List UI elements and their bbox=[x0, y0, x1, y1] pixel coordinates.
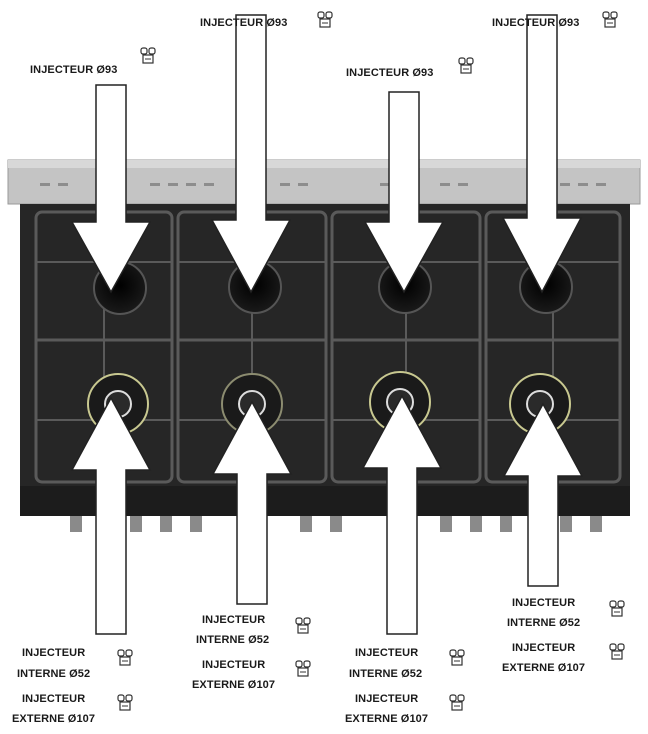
arrow-up-2 bbox=[211, 400, 293, 605]
label-top-3: INJECTEUR Ø93 bbox=[346, 67, 434, 79]
arrow-down-1 bbox=[70, 84, 152, 294]
label-b3-externe: EXTERNE Ø107 bbox=[345, 713, 429, 725]
arrow-up-3 bbox=[361, 394, 443, 635]
arrow-down-3 bbox=[363, 91, 445, 294]
arrow-up-1 bbox=[70, 396, 152, 635]
label-b4-injecteur2: INJECTEUR bbox=[512, 642, 576, 654]
label-b2-interne: INTERNE Ø52 bbox=[196, 634, 270, 646]
label-top-2: INJECTEUR Ø93 bbox=[200, 17, 288, 29]
label-b2-injecteur: INJECTEUR bbox=[202, 614, 266, 626]
label-top-4: INJECTEUR Ø93 bbox=[492, 17, 580, 29]
arrow-down-2 bbox=[210, 14, 292, 294]
label-b1-interne: INTERNE Ø52 bbox=[17, 668, 91, 680]
label-b1-externe: EXTERNE Ø107 bbox=[12, 713, 96, 725]
label-b2-injecteur2: INJECTEUR bbox=[202, 659, 266, 671]
label-b1-injecteur2: INJECTEUR bbox=[22, 693, 86, 705]
label-b1-injecteur: INJECTEUR bbox=[22, 647, 86, 659]
arrow-down-4 bbox=[501, 14, 583, 294]
up-arrows bbox=[70, 394, 584, 635]
label-b4-injecteur: INJECTEUR bbox=[512, 597, 576, 609]
arrow-up-4 bbox=[502, 402, 584, 587]
label-top-1: INJECTEUR Ø93 bbox=[30, 64, 118, 76]
down-arrows bbox=[70, 14, 583, 294]
label-b3-injecteur: INJECTEUR bbox=[355, 647, 419, 659]
label-b3-interne: INTERNE Ø52 bbox=[349, 668, 423, 680]
label-b4-externe: EXTERNE Ø107 bbox=[502, 662, 586, 674]
label-b3-injecteur2: INJECTEUR bbox=[355, 693, 419, 705]
label-b2-externe: EXTERNE Ø107 bbox=[192, 679, 276, 691]
label-b4-interne: INTERNE Ø52 bbox=[507, 617, 581, 629]
